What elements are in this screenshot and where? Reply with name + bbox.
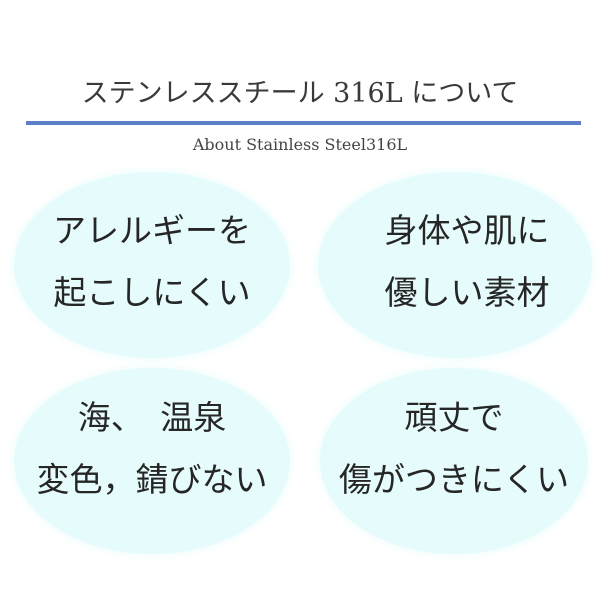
feature-bubble-skin-friendly: 身体や肌に 優しい素材 [318,172,592,358]
feature-text-line: 起こしにくい [53,273,251,312]
feature-text-line: 頑丈で [404,398,504,437]
feature-bubble-hypoallergenic: アレルギーを 起こしにくい [14,172,290,358]
feature-text-line: 優しい素材 [384,273,550,312]
feature-bubble-rust-resistant: 海、 温泉 変色，錆びない [14,368,290,554]
feature-bubble-scratch-resistant: 頑丈で 傷がつきにくい [320,368,588,554]
page-subtitle: About Stainless Steel316L [192,135,408,154]
feature-text-line: 変色，錆びない [36,460,268,499]
feature-text-line: 海、 温泉 [77,398,227,437]
page-title: ステンレススチール 316L について [81,78,519,109]
title-divider [26,121,581,125]
feature-text-line: 身体や肌に [384,211,550,250]
feature-text-line: 傷がつきにくい [338,460,570,499]
feature-text-line: アレルギーを [53,211,251,250]
